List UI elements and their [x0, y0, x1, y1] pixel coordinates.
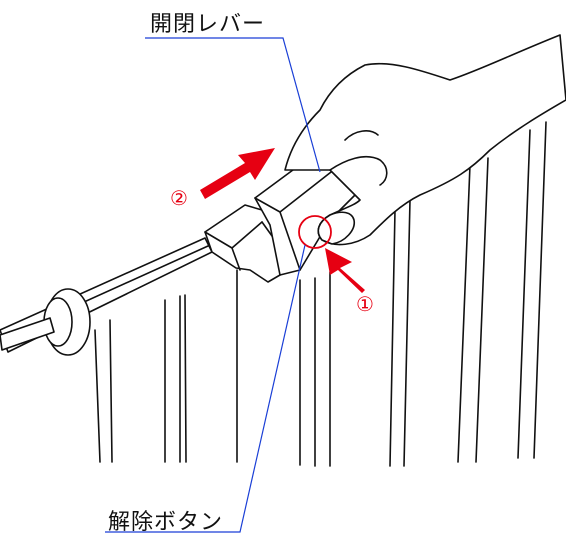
arrow-step2 — [200, 148, 275, 199]
gate-bars — [94, 121, 547, 467]
release-button-label: 解除ボタン — [108, 510, 224, 535]
lever-leader-line — [145, 37, 321, 173]
arrow-step1 — [325, 248, 365, 293]
hand — [284, 34, 566, 246]
lever-label: 開閉レバー — [150, 12, 266, 37]
release-button-leader-line — [105, 244, 306, 533]
lock-housing — [204, 204, 286, 283]
release-button-highlight — [298, 215, 332, 249]
step2-number: ② — [170, 186, 188, 210]
step1-number: ① — [356, 292, 374, 316]
